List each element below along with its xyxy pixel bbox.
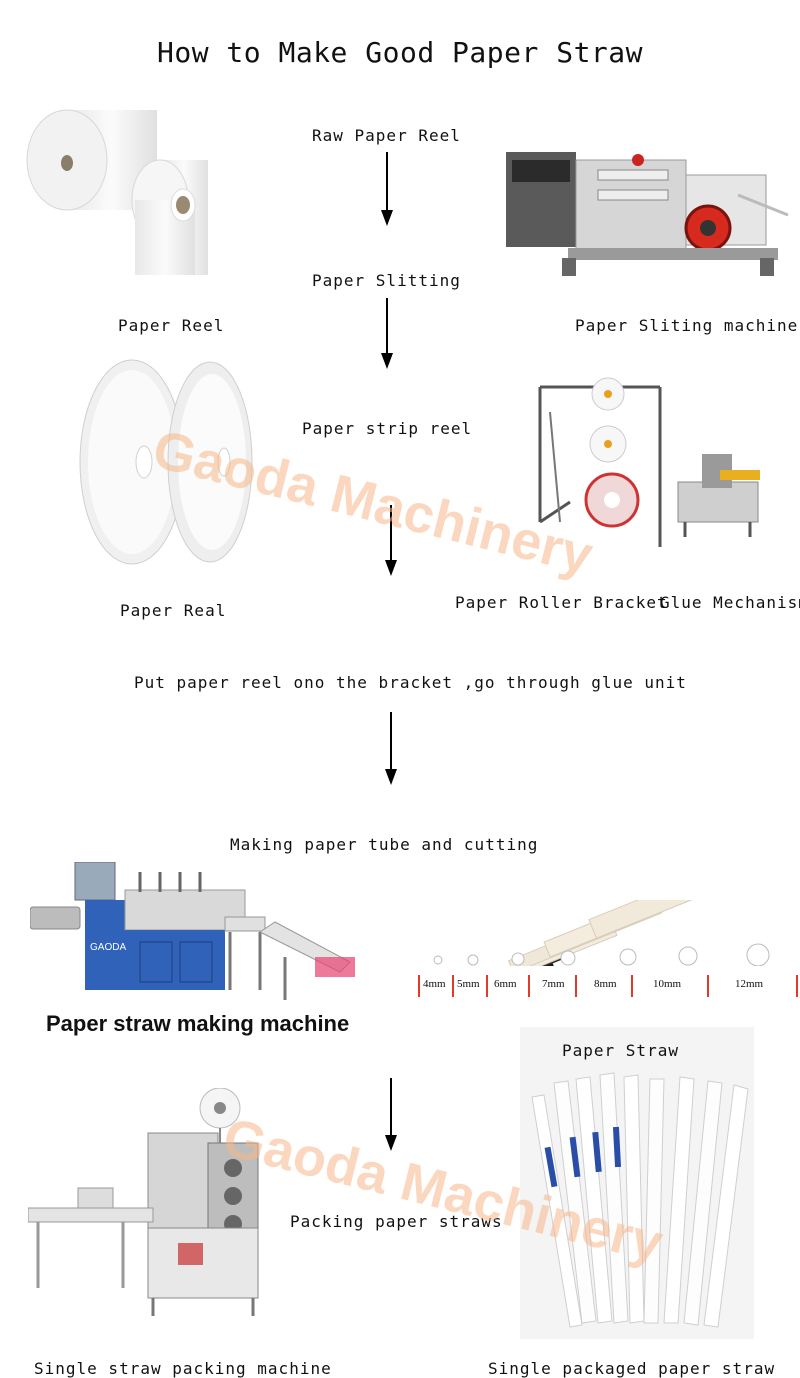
packaged-straws-image xyxy=(520,1027,754,1339)
step-paper-slitting: Paper Slitting xyxy=(312,271,461,290)
step-making-tube: Making paper tube and cutting xyxy=(230,835,539,854)
packing-machine-image xyxy=(28,1088,259,1316)
step-put-reel: Put paper reel ono the bracket ,go throu… xyxy=(134,673,687,692)
down-arrow-icon xyxy=(385,1078,397,1151)
down-arrow-icon xyxy=(381,298,393,369)
roller-bracket-glue-image xyxy=(538,377,760,547)
caption-slitting-machine: Paper Sliting machine xyxy=(575,316,799,335)
size-label-6mm: 6mm xyxy=(494,978,517,990)
size-label-7mm: 7mm xyxy=(542,978,565,990)
caption-paper-straw: Paper Straw xyxy=(562,1041,679,1060)
down-arrow-icon xyxy=(385,505,397,576)
slitting-machine-image xyxy=(506,152,789,276)
caption-roller-bracket: Paper Roller Bracket xyxy=(455,593,668,612)
size-label-4mm: 4mm xyxy=(423,978,446,990)
straw-size-ruler: 4mm 5mm 6mm 7mm 8mm 10mm 12mm xyxy=(418,975,800,999)
page-title: How to Make Good Paper Straw xyxy=(156,36,643,69)
size-label-12mm: 12mm xyxy=(735,978,764,990)
caption-packing-machine: Single straw packing machine xyxy=(34,1359,332,1378)
paper-strip-reel-image xyxy=(79,359,253,565)
step-raw-paper-reel: Raw Paper Reel xyxy=(312,126,461,145)
size-label-8mm: 8mm xyxy=(594,978,617,990)
caption-straw-machine: Paper straw making machine xyxy=(46,1011,350,1036)
paper-straws-image xyxy=(433,900,774,966)
paper-reel-image xyxy=(26,109,208,275)
gaoda-brand-label: GAODA xyxy=(90,942,126,953)
caption-packaged-straw: Single packaged paper straw xyxy=(488,1359,776,1378)
caption-paper-reel: Paper Reel xyxy=(118,316,225,335)
down-arrow-icon xyxy=(385,712,397,785)
caption-paper-real: Paper Real xyxy=(120,601,227,620)
down-arrow-icon xyxy=(381,152,393,226)
size-label-10mm: 10mm xyxy=(653,978,682,990)
caption-glue-mechanism: Glue Mechanism xyxy=(660,593,800,612)
step-paper-strip-reel: Paper strip reel xyxy=(302,419,473,438)
size-label-5mm: 5mm xyxy=(457,978,480,990)
step-packing: Packing paper straws xyxy=(290,1212,503,1231)
straw-making-machine-image: GAODA xyxy=(30,862,355,1000)
